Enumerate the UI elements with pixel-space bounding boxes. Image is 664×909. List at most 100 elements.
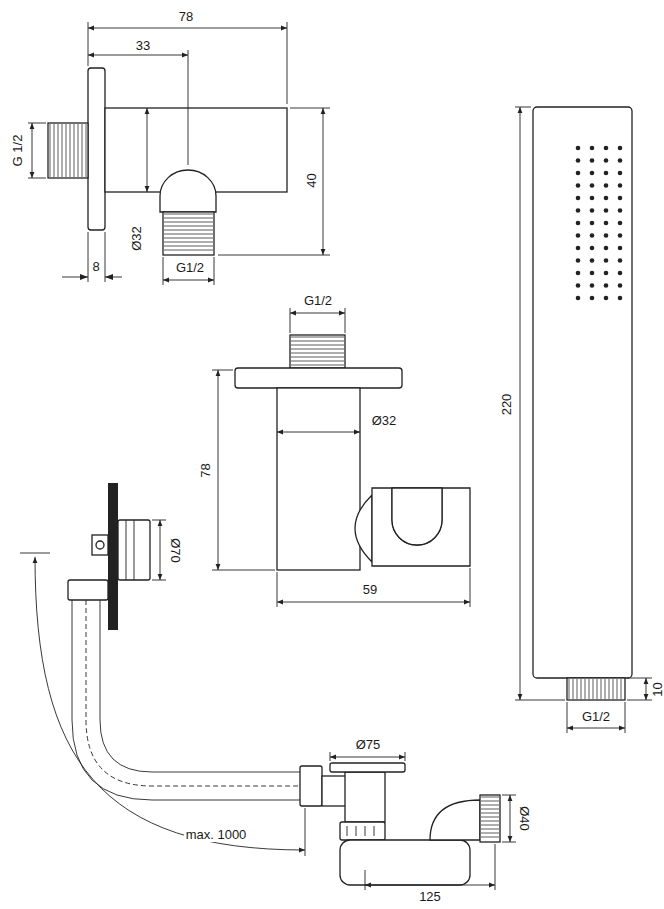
thread-hatch <box>164 230 213 231</box>
spray-nozzle <box>590 221 595 226</box>
spray-nozzle <box>590 146 595 151</box>
dimension-label: G 1/2 <box>10 132 25 168</box>
spray-nozzle <box>604 196 609 201</box>
spray-nozzle <box>590 271 595 276</box>
spray-nozzle <box>576 221 581 226</box>
spray-nozzle <box>604 246 609 251</box>
spray-nozzle <box>618 283 623 288</box>
spray-nozzle <box>604 233 609 238</box>
dimension-label: G1/2 <box>302 293 334 308</box>
thread-hatch <box>82 124 83 177</box>
thread-hatch <box>291 353 344 354</box>
spray-nozzle <box>590 296 595 301</box>
dimension-label: Ø32 <box>128 224 143 253</box>
spray-nozzle <box>604 171 609 176</box>
dimension-label: 78 <box>177 9 195 24</box>
thread-hatch <box>164 214 213 215</box>
spray-nozzle <box>590 171 595 176</box>
spray-nozzle <box>604 221 609 226</box>
spray-nozzle <box>590 233 595 238</box>
thread-hatch <box>66 124 67 177</box>
spray-nozzle <box>618 158 623 163</box>
thread-hatch <box>481 801 499 802</box>
thread-hatch <box>621 679 622 699</box>
wall-elbow <box>48 68 287 255</box>
thread-hatch <box>164 234 213 235</box>
thread-hatch <box>481 797 499 798</box>
spray-nozzle <box>618 221 623 226</box>
dimension-label: Ø75 <box>354 737 383 752</box>
spray-nozzle <box>590 246 595 251</box>
dimension-label: Ø32 <box>370 413 399 428</box>
thread-hatch <box>164 238 213 239</box>
spray-nozzle <box>604 158 609 163</box>
thread-hatch <box>481 837 499 838</box>
spray-nozzle <box>618 296 623 301</box>
thread-hatch <box>164 226 213 227</box>
thread-hatch <box>164 218 213 219</box>
thread-hatch <box>164 250 213 251</box>
spray-nozzle <box>618 208 623 213</box>
thread-hatch <box>577 679 578 699</box>
thread-hatch <box>291 345 344 346</box>
thread-hatch <box>54 124 55 177</box>
spray-nozzle <box>576 233 581 238</box>
spray-nozzle <box>618 258 623 263</box>
thread-hatch <box>291 341 344 342</box>
spray-nozzle <box>576 196 581 201</box>
dimension-label: 78 <box>198 461 213 479</box>
thread-hatch <box>481 821 499 822</box>
dimension-label: 10 <box>650 680 664 698</box>
thread-hatch <box>164 242 213 243</box>
thread-hatch <box>481 805 499 806</box>
spray-nozzle <box>576 258 581 263</box>
spray-nozzle <box>576 146 581 151</box>
spray-nozzle <box>590 158 595 163</box>
thread-hatch <box>291 349 344 350</box>
thread-hatch <box>597 679 598 699</box>
thread-hatch <box>291 357 344 358</box>
dimension-lines <box>28 22 330 285</box>
thread-hatch <box>291 337 344 338</box>
thread-hatch <box>50 124 51 177</box>
dimension-label: 40 <box>304 171 319 189</box>
thread-hatch <box>74 124 75 177</box>
spray-nozzle <box>604 146 609 151</box>
spray-nozzle <box>590 208 595 213</box>
thread-hatch <box>86 124 87 177</box>
spray-nozzle <box>590 196 595 201</box>
bath-waste-overflow <box>20 483 516 890</box>
dimension-label: Ø70 <box>167 536 182 565</box>
hand-shower <box>515 107 652 733</box>
dimension-label: 125 <box>417 889 443 904</box>
spray-nozzle <box>604 208 609 213</box>
spray-nozzle <box>576 246 581 251</box>
thread-hatch <box>70 124 71 177</box>
thread-hatch <box>613 679 614 699</box>
spray-nozzle <box>618 171 623 176</box>
spray-nozzle <box>618 146 623 151</box>
spray-nozzle <box>604 283 609 288</box>
spray-nozzle <box>590 283 595 288</box>
spray-nozzle <box>604 296 609 301</box>
dimension-label: G1/2 <box>174 260 206 275</box>
thread-hatch <box>481 825 499 826</box>
spray-nozzle <box>618 271 623 276</box>
thread-hatch <box>585 679 586 699</box>
thread-hatch <box>581 679 582 699</box>
thread-hatch <box>605 679 606 699</box>
dimension-label: G1/2 <box>580 709 612 724</box>
thread-hatch <box>481 829 499 830</box>
thread-hatch <box>569 679 570 699</box>
thread-hatch <box>291 365 344 366</box>
spray-nozzle <box>576 183 581 188</box>
thread-hatch <box>609 679 610 699</box>
thread-hatch <box>481 833 499 834</box>
thread-hatch <box>589 679 590 699</box>
thread-hatch <box>481 813 499 814</box>
thread-hatch <box>481 817 499 818</box>
spray-nozzle <box>604 258 609 263</box>
dimension-label: max. 1000 <box>184 827 249 842</box>
